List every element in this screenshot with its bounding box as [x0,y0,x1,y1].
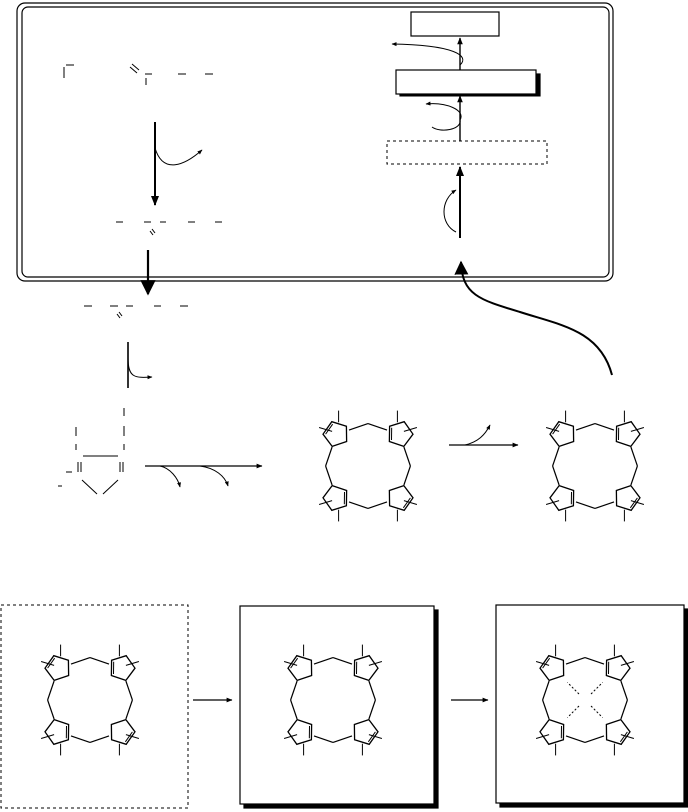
macrocycle-conjugated [283,644,383,756]
top-right-box-3-dashed [386,140,548,165]
top-left-fragments [63,63,222,236]
mid-right-arrow [449,424,519,448]
precursor-structure [58,426,125,495]
bottom-panel-3 [495,604,685,804]
top-right-box-2 [395,69,537,95]
top-right-arrows [391,37,464,238]
middle-left-arrow [127,342,153,388]
bottom-panel-1-dashed [0,604,189,809]
middle-left-fragments [84,305,188,416]
top-left-arrow [151,122,203,206]
condensation-arrow [145,463,263,488]
top-right-box-1 [410,11,500,37]
macrocycle-reduced-2 [545,410,645,522]
top-panel [16,2,614,282]
macrocycle-metallated [535,644,635,756]
macrocycle-dashed-box [40,644,140,756]
macrocycle-reduced-1 [318,410,418,522]
feedback-arrow [454,260,613,376]
bottom-panel-2 [239,605,435,805]
